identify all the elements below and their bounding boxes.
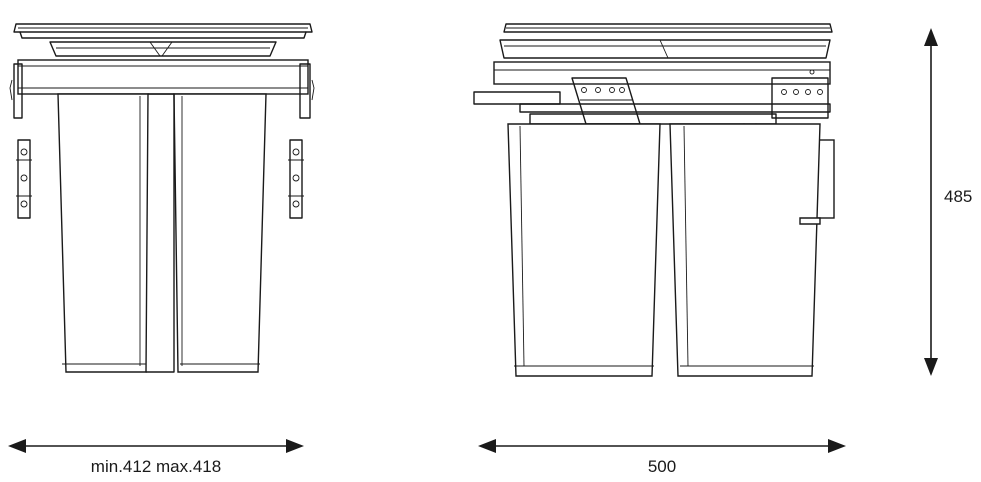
side-view (473, 23, 835, 377)
width-dimension: min.412 max.418 (8, 439, 304, 476)
front-lid (13, 23, 313, 57)
front-right-bracket (288, 139, 304, 219)
front-bin-left (57, 93, 149, 373)
front-frame (9, 59, 315, 119)
side-lid (499, 23, 833, 59)
height-label: 485 (944, 187, 972, 206)
arrow-right-icon (828, 439, 846, 453)
side-frame (473, 61, 831, 125)
side-bin-front (507, 123, 661, 377)
arrow-up-icon (924, 28, 938, 46)
side-bin-rear (669, 123, 821, 377)
side-runner-plate-rear (771, 69, 829, 119)
front-center-divider (145, 93, 175, 373)
arrow-down-icon (924, 358, 938, 376)
front-bin-right (173, 93, 267, 373)
arrow-left-icon (478, 439, 496, 453)
arrow-left-icon (8, 439, 26, 453)
width-label: min.412 max.418 (91, 457, 221, 476)
height-dimension: 485 (924, 28, 972, 376)
front-left-bracket (16, 139, 32, 219)
arrow-right-icon (286, 439, 304, 453)
depth-label: 500 (648, 457, 676, 476)
front-view (9, 23, 315, 373)
side-runner-plate-front (571, 77, 641, 125)
depth-dimension: 500 (478, 439, 846, 476)
